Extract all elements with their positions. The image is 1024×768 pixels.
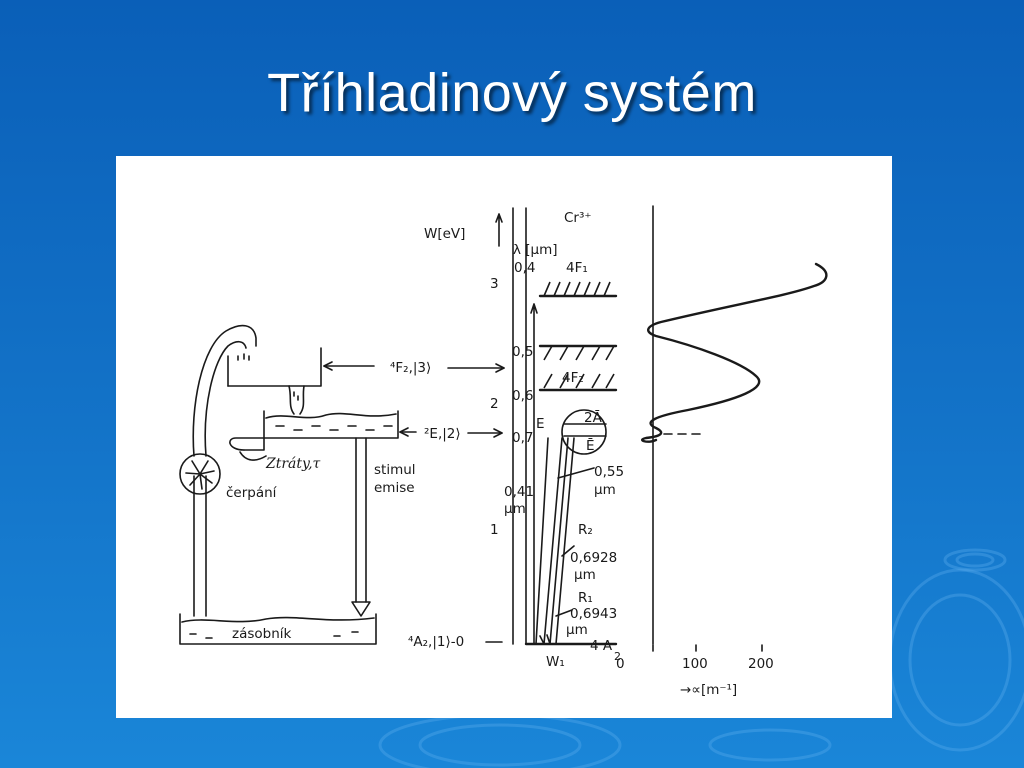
R2-label: R₂ (578, 522, 593, 538)
losses-label: Ztráty,τ (265, 456, 321, 472)
hydraulic-analogy: čerpání ⁴F₂,|3⟩ Ztráty,τ ²E,|2⟩ stimul e… (179, 324, 505, 650)
abs-x-tick-200: 200 (748, 656, 774, 672)
level-4A2-label: ⁴A₂,|1⟩-0 (408, 634, 464, 650)
stimulated-label-2: emise (374, 480, 415, 496)
wl-055-a: 0,55 (594, 464, 624, 480)
level-diagram: Cr³⁺ 4F₁ 4F₂ E 2Ā Ē 0,55 μm R₂ 0,6928 μm… (524, 205, 654, 670)
wl-06928-b: μm (574, 567, 596, 583)
scanned-figure: čerpání ⁴F₂,|3⟩ Ztráty,τ ²E,|2⟩ stimul e… (116, 156, 892, 718)
level-4F1: 4F₁ (566, 260, 588, 276)
energy-axis-label: W[eV] (424, 226, 465, 242)
energy-tick-1: 1 (490, 522, 499, 538)
R1-label: R₁ (578, 590, 593, 606)
W1-label: W₁ (546, 654, 565, 670)
level-2E-label: ²E,|2⟩ (424, 426, 461, 442)
pump-label: čerpání (226, 485, 278, 501)
ground-level-sub: 2 (614, 650, 621, 663)
slide-title: Tříhladinový systém (267, 63, 757, 123)
three-level-system-diagram: čerpání ⁴F₂,|3⟩ Ztráty,τ ²E,|2⟩ stimul e… (179, 205, 828, 698)
ground-level: 4 A (590, 638, 613, 654)
level-4F2: 4F₂ (562, 370, 584, 386)
lambda-label: λ [μm] (513, 242, 558, 258)
absorption-curve (641, 262, 828, 443)
pump-wheel-icon (179, 453, 221, 495)
wl-055-b: μm (594, 482, 616, 498)
abs-x-tick-100: 100 (682, 656, 708, 672)
level-4F2-label: ⁴F₂,|3⟩ (390, 360, 431, 376)
energy-axis: W[eV] λ [μm] 0,4 0,5 0,6 0,7 3 2 1 0,41 … (424, 207, 558, 645)
lambda-tick-07: 0,7 (512, 430, 533, 446)
lambda-tick-06: 0,6 (512, 388, 533, 404)
lambda-tick-04: 0,4 (514, 260, 535, 276)
energy-tick-3: 3 (490, 276, 499, 292)
reservoir-label: zásobník (232, 626, 292, 642)
absorption-spectrum: 0 100 200 →∝[m⁻¹] (616, 262, 828, 698)
level-E-bar: E (536, 416, 545, 432)
wl-041-b: μm (504, 501, 526, 517)
ion-label: Cr³⁺ (564, 210, 592, 226)
wl-06928-a: 0,6928 (570, 550, 617, 566)
wl-06943-b: μm (566, 622, 588, 638)
wl-06943-a: 0,6943 (570, 606, 617, 622)
lambda-tick-05: 0,5 (512, 344, 533, 360)
energy-tick-2: 2 (490, 396, 499, 412)
abs-x-tick-0: 0 (616, 656, 625, 672)
level-2A: 2Ā (584, 409, 603, 426)
abs-x-label: →∝[m⁻¹] (680, 682, 737, 698)
stimulated-label-1: stimul (374, 462, 416, 478)
wl-041-a: 0,41 (504, 484, 534, 500)
level-E2: Ē (586, 437, 595, 454)
